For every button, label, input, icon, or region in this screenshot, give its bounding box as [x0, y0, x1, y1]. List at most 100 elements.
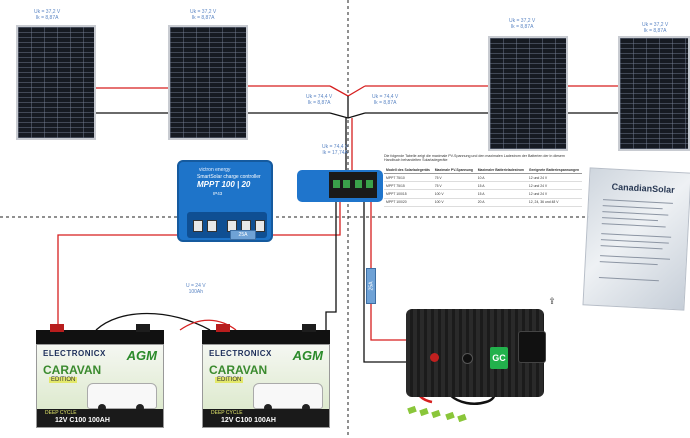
battery-terminal-negative: [136, 324, 150, 332]
inverter-body: GC: [406, 309, 546, 397]
battery-lid: [202, 324, 330, 344]
combined-annotation: Uk = 74,4 V Ik = 17,74A: [322, 144, 348, 156]
camper-image: [253, 383, 323, 412]
panel-annotation: Uk = 37,2 V Ik = 8,87A: [190, 9, 216, 21]
spec-table-grid: Modell des Solarladegeräts Maximale PV-S…: [384, 166, 582, 207]
controller-side-view: [297, 170, 383, 202]
inverter-logo: GC: [490, 347, 508, 369]
fuse-battery: 25A: [230, 230, 256, 240]
battery-strip: [203, 409, 329, 427]
battery-edition: EDITION: [215, 377, 244, 383]
battery-bank-voltage: U = 24 V: [186, 283, 206, 289]
battery-type: AGM: [292, 348, 323, 363]
table-cell: 12, 24, 36 und 48 V: [526, 198, 582, 207]
battery-label: ELECTRONICX AGM CARAVAN EDITION DEEP CYC…: [202, 344, 330, 428]
panel-voltage: Uk = 37,2 V: [509, 18, 536, 24]
table-header: Modell des Solarladegeräts: [384, 166, 433, 174]
combined-current: Ik = 17,74A: [322, 150, 348, 156]
table-cell: 12 und 24 V: [526, 173, 582, 183]
controller-brand: victron energy: [199, 167, 231, 173]
panel-annotation: Uk = 37,2 V Ik = 8,87A: [34, 9, 60, 21]
table-cell: 12 und 24 V: [526, 181, 582, 191]
battery-rating: 12V C100 100AH: [55, 417, 110, 424]
table-header-row: Modell des Solarladegeräts Maximale PV-S…: [384, 166, 582, 174]
string-voltage: Uk = 74,4 V: [306, 94, 333, 100]
table-row: MPPT 100/15 100 V 15 A 12 und 24 V: [384, 189, 582, 199]
table-cell: 15 A: [475, 189, 527, 199]
controller-ip-rating: IP43: [213, 191, 223, 196]
datasheet-brand: CanadianSolar: [611, 181, 675, 195]
panel-voltage: Uk = 37,2 V: [190, 9, 217, 15]
battery-rating: 12V C100 100AH: [221, 417, 276, 424]
panel-current: Ik = 8,87A: [191, 15, 215, 21]
table-row: MPPT 75/15 75 V 15 A 12 und 24 V: [384, 181, 582, 191]
wire-negative: [363, 200, 410, 363]
table-header: Geeignete Batteriespannungen: [526, 166, 582, 174]
inverter-terminal-negative: [462, 353, 473, 364]
string-voltage: Uk = 74,4 V: [372, 94, 399, 100]
panel-voltage: Uk = 37,2 V: [642, 22, 669, 28]
controller-subtitle: SmartSolar charge controller: [197, 174, 261, 180]
table-header: Maximale PV-Spannung: [432, 166, 476, 174]
wire-negative: [95, 312, 211, 331]
spec-table-caption: Die folgende Tabelle zeigt die maximale …: [384, 154, 565, 162]
table-cell: MPPT 75/10: [384, 173, 433, 183]
inverter-terminal-positive: [430, 353, 439, 362]
controller-model: MPPT 100 | 20: [197, 180, 251, 189]
battery-series: CARAVAN: [209, 363, 268, 377]
battery-cycle: DEEP CYCLE: [45, 410, 77, 416]
battery-terminal-negative: [302, 324, 316, 332]
panel-annotation: Uk = 37,2 V Ik = 8,87A: [509, 18, 535, 30]
battery-strip: [37, 409, 163, 427]
share-icon[interactable]: ⇪: [548, 296, 556, 306]
battery-1: ELECTRONICX AGM CARAVAN EDITION DEEP CYC…: [36, 324, 164, 428]
charge-controller: victron energy SmartSolar charge control…: [177, 160, 273, 242]
wire-negative: [325, 200, 337, 332]
wire-positive: [179, 319, 237, 331]
string-current: Ik = 8,87A: [373, 100, 397, 106]
table-cell: 15 A: [475, 181, 527, 191]
fuse-battery-label: 25A: [238, 232, 248, 238]
battery-edition: EDITION: [49, 377, 78, 383]
battery-bank-annotation: U = 24 V 100Ah: [186, 283, 206, 295]
inverter-logo-text: GC: [492, 353, 506, 363]
solar-panel-4: [618, 36, 690, 151]
table-cell: 100 V: [432, 198, 476, 207]
table-cell: 10 A: [475, 173, 527, 183]
table-cell: MPPT 100/20: [384, 198, 433, 207]
panel-current: Ik = 8,87A: [643, 28, 667, 34]
fuse-inverter: 25A: [366, 268, 376, 304]
panel-current: Ik = 8,87A: [510, 24, 534, 30]
table-row: MPPT 100/20 100 V 20 A 12, 24, 36 und 48…: [384, 198, 582, 207]
table-cell: 20 A: [475, 198, 527, 207]
panel-current: Ik = 8,87A: [35, 15, 59, 21]
table-cell: 12 und 24 V: [526, 189, 582, 199]
fuse-inverter-label: 25A: [368, 281, 374, 291]
string-annotation-right: Uk = 74,4 V Ik = 8,87A: [372, 94, 398, 106]
power-inverter: GC: [398, 305, 556, 423]
terminal-block: [329, 172, 377, 198]
battery-brand: ELECTRONICX: [43, 349, 106, 358]
battery-brand: ELECTRONICX: [209, 349, 272, 358]
battery-type: AGM: [126, 348, 157, 363]
table-cell: MPPT 100/15: [384, 189, 433, 199]
solar-panel-1: [16, 25, 96, 140]
battery-series: CARAVAN: [43, 363, 102, 377]
camper-image: [87, 383, 157, 412]
solar-panel-2: [168, 25, 248, 140]
table-cell: 100 V: [432, 189, 476, 199]
table-cell: 75 V: [432, 181, 476, 191]
table-header: Maximaler Batterieladestrom: [475, 166, 527, 174]
battery-terminal-positive: [50, 324, 64, 332]
battery-bank-capacity: 100Ah: [188, 289, 204, 295]
panel-voltage: Uk = 37,2 V: [34, 9, 61, 15]
solar-panel-3: [488, 36, 568, 151]
spec-table: Die folgende Tabelle zeigt die maximale …: [384, 154, 582, 207]
battery-2: ELECTRONICX AGM CARAVAN EDITION DEEP CYC…: [202, 324, 330, 428]
string-annotation-left: Uk = 74,4 V Ik = 8,87A: [306, 94, 332, 106]
battery-terminal-positive: [216, 324, 230, 332]
inverter-ac-socket: [518, 331, 546, 363]
battery-lid: [36, 324, 164, 344]
panel-annotation: Uk = 37,2 V Ik = 8,87A: [642, 22, 668, 34]
